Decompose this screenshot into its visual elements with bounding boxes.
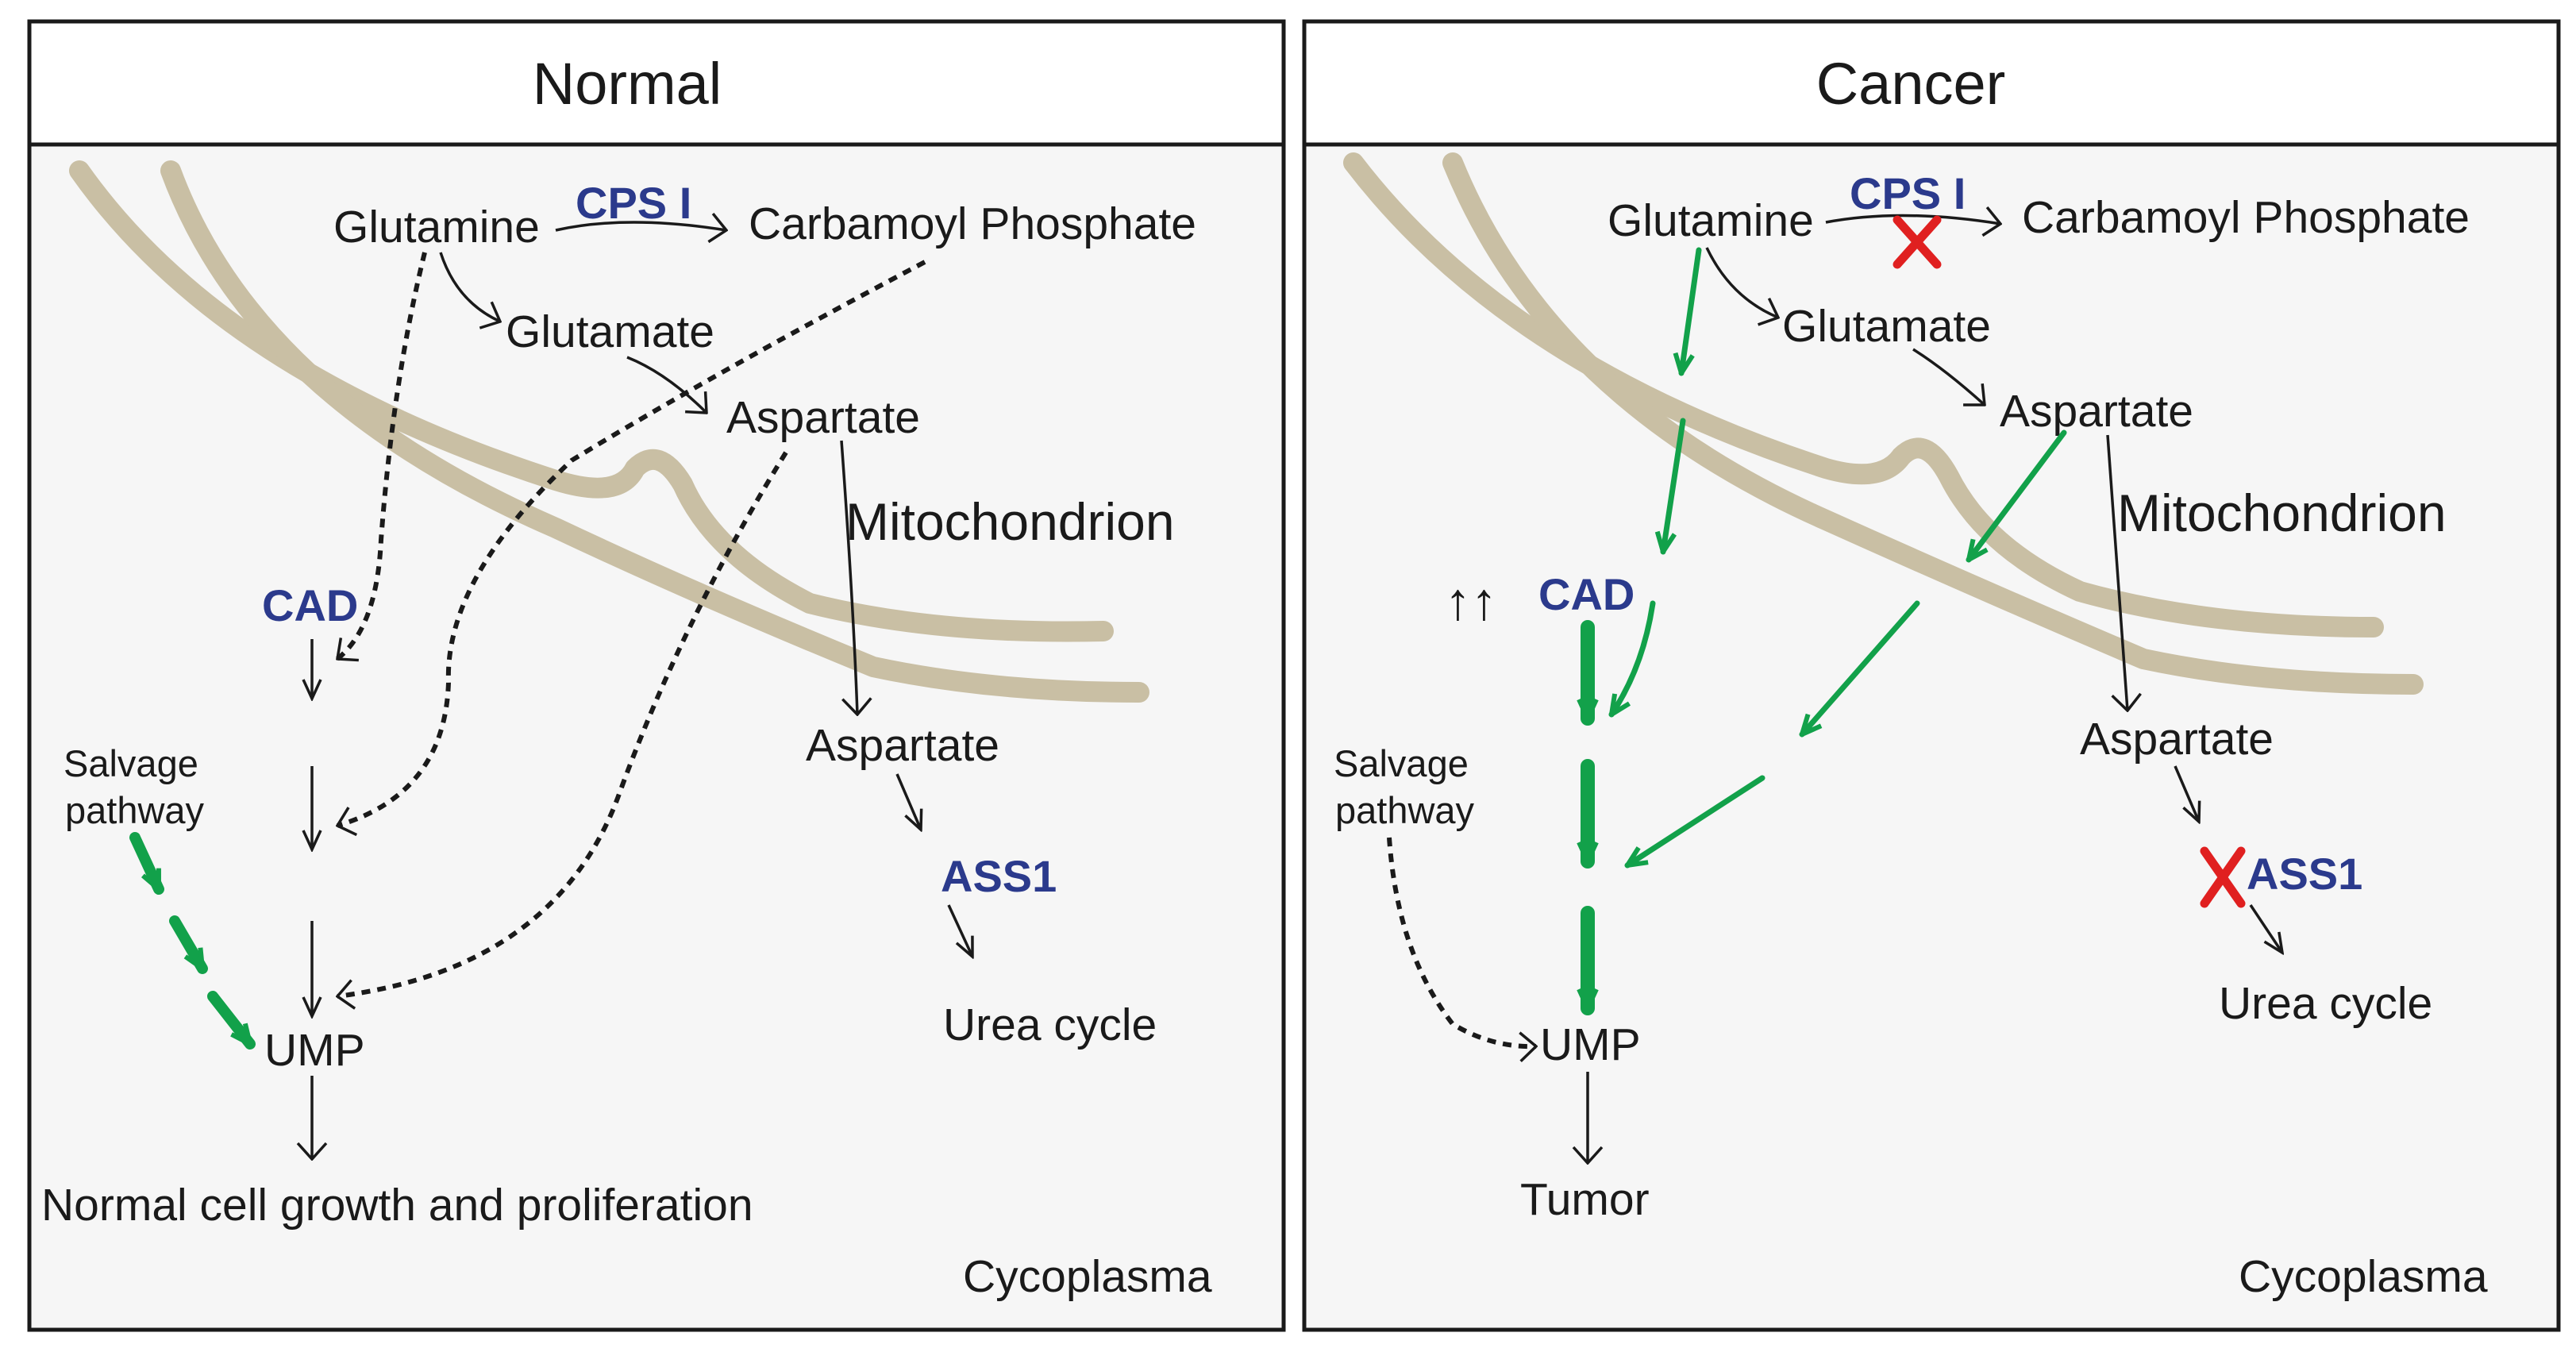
glutamine-label: Glutamine <box>1608 195 1814 246</box>
salvage-pathway-label-line1: Salvage <box>64 742 198 784</box>
normal-pathway-arrows <box>129 222 972 1159</box>
cancer-panel: Cancer Glutamine CPS I Carbamoyl Phospha… <box>1334 51 2488 1302</box>
cancer-panel-title: Cancer <box>1816 51 2006 117</box>
mitochondrion-label: Mitochondrion <box>2117 483 2447 542</box>
cps1-reaction-arrow <box>555 222 726 230</box>
figure-frame <box>27 19 2561 1332</box>
ump-label: UMP <box>264 1025 365 1076</box>
red-x-icon <box>2200 846 2246 908</box>
urea-cycle-label: Urea cycle <box>943 1000 1157 1050</box>
normal-panel: Normal Glutamine CPS I Carbamoyl Phospha… <box>41 51 1212 1302</box>
cytoplasm-label: Cycoplasma <box>963 1251 1212 1302</box>
ass1-enzyme-label: ASS1 <box>2247 849 2362 899</box>
aspartate-mito-label: Aspartate <box>726 392 920 443</box>
cytoplasm-label: Cycoplasma <box>2239 1251 2488 1302</box>
tumor-outcome-label: Tumor <box>1520 1174 1650 1225</box>
glutamate-label: Glutamate <box>1782 301 1991 352</box>
mitochondrial-membrane <box>69 160 1149 703</box>
red-x-icon <box>1893 215 1942 269</box>
cancer-pathway-arrows <box>1387 215 2282 1163</box>
normal-panel-title: Normal <box>533 51 722 117</box>
carbamoyl-phosphate-label: Carbamoyl Phosphate <box>2022 192 2470 243</box>
carbamoyl-phosphate-label: Carbamoyl Phosphate <box>749 198 1196 249</box>
salvage-pathway-label-line1: Salvage <box>1334 742 1469 784</box>
salvage-green-arrows <box>129 832 256 1050</box>
aspartate-cyto-label: Aspartate <box>2080 714 2274 765</box>
salvage-pathway-label-line2: pathway <box>1335 789 1475 831</box>
mitochondrion-label: Mitochondrion <box>845 492 1175 551</box>
cps1-enzyme-label: CPS I <box>1850 168 1966 218</box>
glutamate-label: Glutamate <box>506 306 714 357</box>
cps1-reaction-arrow <box>1825 215 2000 224</box>
cad-upregulated-marker: ↑↑ <box>1445 572 1497 630</box>
cad-enzyme-label: CAD <box>1538 569 1635 619</box>
normal-outcome-label: Normal cell growth and proliferation <box>41 1180 753 1231</box>
ump-label: UMP <box>1540 1019 1641 1070</box>
cad-enzyme-label: CAD <box>262 580 358 630</box>
salvage-pathway-label-line2: pathway <box>65 789 205 831</box>
mitochondrial-membrane <box>1343 152 2424 695</box>
glutamine-label: Glutamine <box>333 202 540 252</box>
ass1-enzyme-label: ASS1 <box>941 851 1057 901</box>
cps1-enzyme-label: CPS I <box>576 178 691 228</box>
aspartate-mito-label: Aspartate <box>2000 386 2193 437</box>
urea-cycle-label: Urea cycle <box>2219 978 2432 1029</box>
aspartate-cyto-label: Aspartate <box>806 720 999 771</box>
